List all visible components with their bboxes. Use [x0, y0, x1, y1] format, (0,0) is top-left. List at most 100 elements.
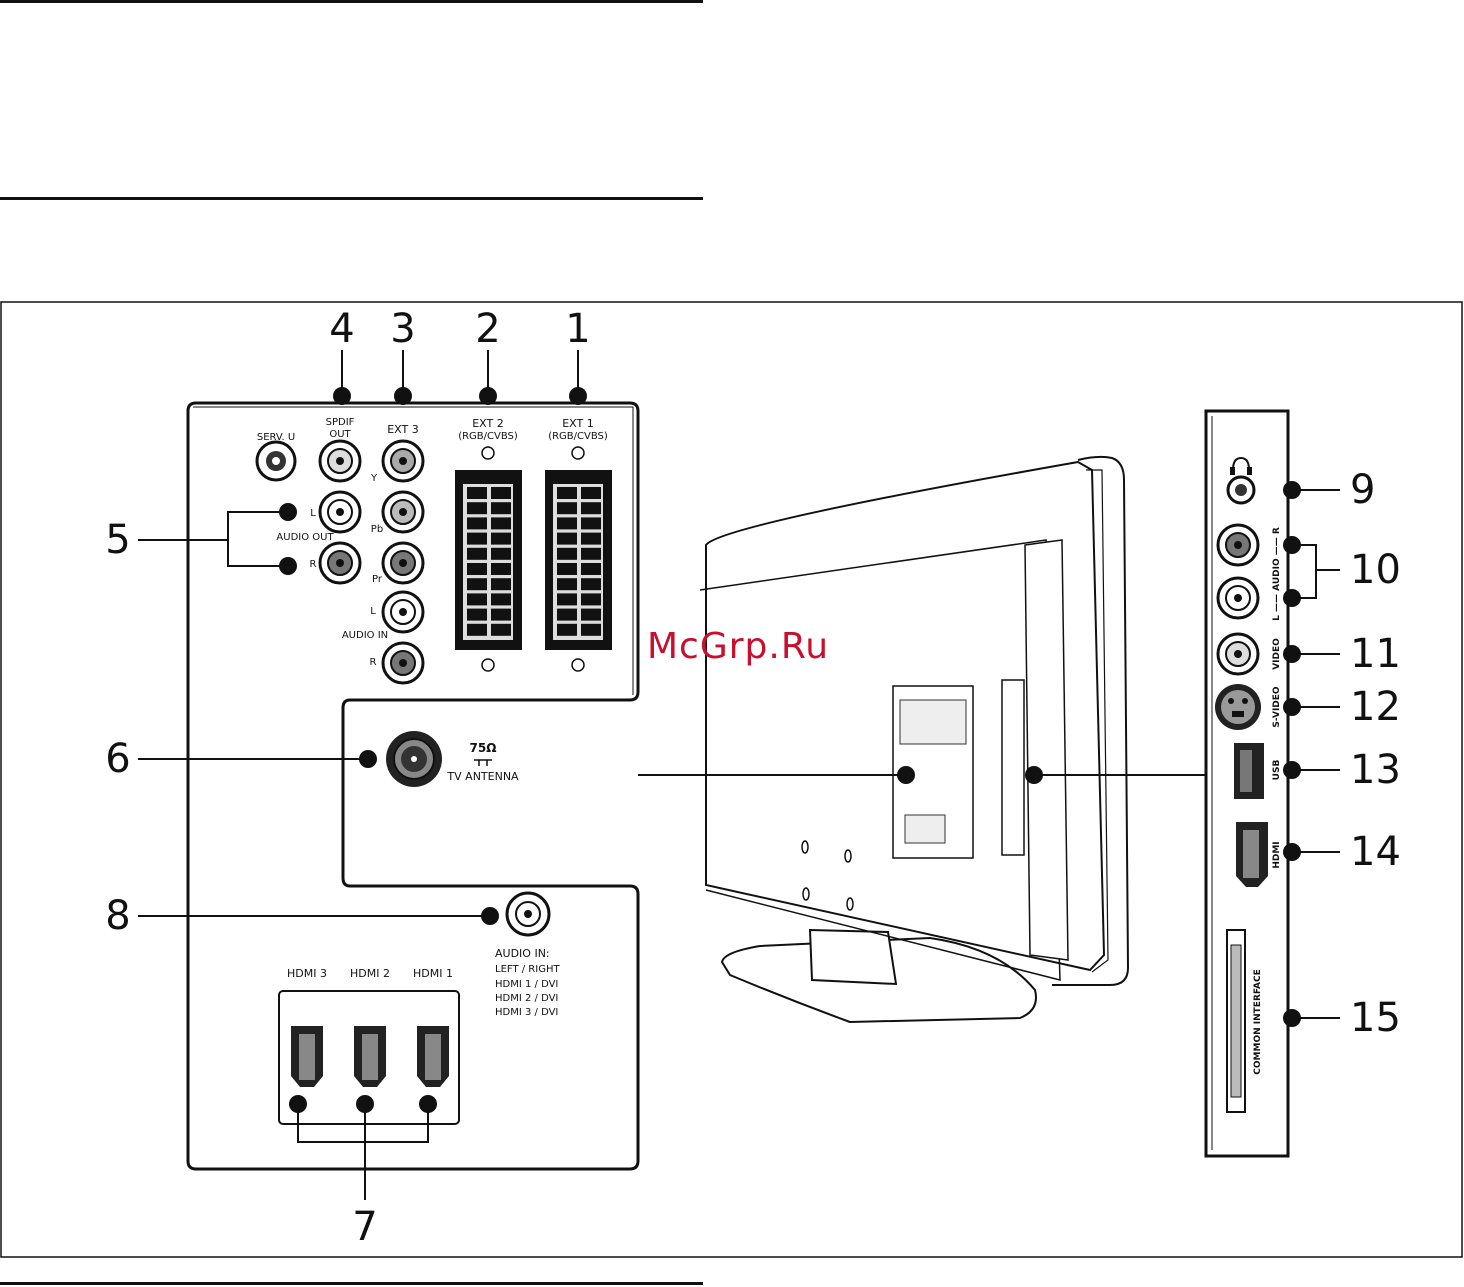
common-interface-slot-icon [1227, 930, 1245, 1112]
usb-port-icon [1234, 743, 1264, 799]
scart-pin [581, 517, 601, 529]
scart-pin [491, 624, 511, 636]
scart-pin [581, 548, 601, 560]
hdmi2-label: HDMI 2 [350, 967, 390, 980]
callout-5-leader [138, 512, 288, 566]
scart-pin [581, 502, 601, 514]
scart-pin [467, 517, 487, 529]
audio-in-hdmi-jack-icon [507, 893, 549, 935]
side-callout-leaders [1292, 490, 1340, 1018]
scart-pin [491, 487, 511, 499]
scart-pin [467, 487, 487, 499]
callout-leaders-top [342, 350, 578, 395]
callout-11: 11 [1350, 631, 1401, 677]
callout-9: 9 [1350, 467, 1375, 513]
pr-label: Pr [372, 574, 383, 585]
hdmi1-label: HDMI 1 [413, 967, 453, 980]
scart-pin [491, 609, 511, 621]
callout-1: 1 [565, 306, 590, 352]
audio-in-r-label: R [370, 657, 377, 668]
scart-pin [581, 624, 601, 636]
scart-pin [467, 624, 487, 636]
audio-out-l-jack-icon [320, 492, 360, 532]
ext3-y-jack-icon [383, 441, 423, 481]
hdmi3-port-icon [291, 1026, 323, 1087]
side-hdmi-port-icon [1236, 822, 1268, 887]
scart-pin [557, 487, 577, 499]
side-audio-label: L —— AUDIO —— R [1272, 527, 1282, 621]
callout-3: 3 [390, 306, 415, 352]
scart-pin [491, 517, 511, 529]
audio-in-hdmi-line-1: LEFT / RIGHT [495, 964, 560, 975]
side-video-jack-icon [1218, 634, 1258, 674]
callout-6-dot [359, 750, 377, 768]
scart-pin [557, 502, 577, 514]
scart-pin [581, 578, 601, 590]
audio-out-l-label: L [310, 508, 316, 519]
scart-pin [557, 517, 577, 529]
callout-5: 5 [105, 517, 130, 563]
side-usb-label: USB [1272, 760, 1282, 781]
callout-2: 2 [475, 306, 500, 352]
ohm-label: 75Ω [470, 741, 497, 755]
scart-pin [581, 609, 601, 621]
scart-pin [467, 533, 487, 545]
ext3-label: EXT 3 [387, 423, 419, 436]
audio-out-label: AUDIO OUT [276, 532, 334, 543]
scart-pin [581, 593, 601, 605]
tv-illustration [700, 457, 1128, 1022]
hdmi2-port-icon [354, 1026, 386, 1087]
ext3-pr-jack-icon [383, 543, 423, 583]
tv-antenna-jack-icon [386, 731, 442, 787]
side-link-dot [1025, 766, 1043, 784]
hdmi3-label: HDMI 3 [287, 967, 327, 980]
svideo-jack-icon [1215, 684, 1261, 730]
callout-10: 10 [1350, 547, 1401, 593]
audio-in-hdmi-line-2: HDMI 1 / DVI [495, 979, 558, 990]
scart-pin [467, 609, 487, 621]
audio-in-l-label: L [370, 606, 376, 617]
callout-12: 12 [1350, 684, 1401, 730]
spdif-out-label: OUT [329, 429, 351, 440]
callout-4: 4 [329, 306, 354, 352]
scart-pin [557, 593, 577, 605]
side-video-label: VIDEO [1272, 638, 1282, 670]
ext1-label: EXT 1 [562, 417, 594, 430]
scart-pin [467, 593, 487, 605]
ext2-label: EXT 2 [472, 417, 504, 430]
scart-pin [491, 593, 511, 605]
callout-8-dot [481, 907, 499, 925]
scart-pin [491, 533, 511, 545]
callout-7: 7 [352, 1204, 377, 1250]
scart-pin [557, 563, 577, 575]
common-interface-label: COMMON INTERFACE [1253, 969, 1263, 1074]
scart-pin [557, 548, 577, 560]
scart-pin [467, 502, 487, 514]
tv-antenna-label: TV ANTENNA [446, 770, 519, 783]
scart-pin [491, 563, 511, 575]
scart-pin [491, 502, 511, 514]
side-audio-r-jack-icon [1218, 525, 1258, 565]
side-hdmi-label: HDMI [1272, 841, 1282, 868]
callout-7-dots [289, 1095, 437, 1113]
spdif-out-jack-icon [320, 441, 360, 481]
callout-14: 14 [1350, 829, 1401, 875]
callout-7-leader [298, 1104, 428, 1200]
scart-pin [491, 548, 511, 560]
audio-in-hdmi-line-3: HDMI 2 / DVI [495, 993, 558, 1004]
ext1-scart-icon [545, 447, 612, 671]
audio-in-label: AUDIO IN [342, 630, 388, 641]
rear-link-dot [897, 766, 915, 784]
headphone-jack-icon [1228, 477, 1254, 503]
audio-out-r-jack-icon [320, 543, 360, 583]
scart-pin [581, 563, 601, 575]
hdmi1-port-icon [417, 1026, 449, 1087]
callout-8: 8 [105, 893, 130, 939]
audio-in-l-jack-icon [383, 592, 423, 632]
callout-15: 15 [1350, 995, 1401, 1041]
scart-pin [557, 533, 577, 545]
ext1-sub-label: (RGB/CVBS) [548, 431, 608, 442]
headphone-icon [1230, 458, 1252, 475]
ext2-scart-icon [455, 447, 522, 671]
